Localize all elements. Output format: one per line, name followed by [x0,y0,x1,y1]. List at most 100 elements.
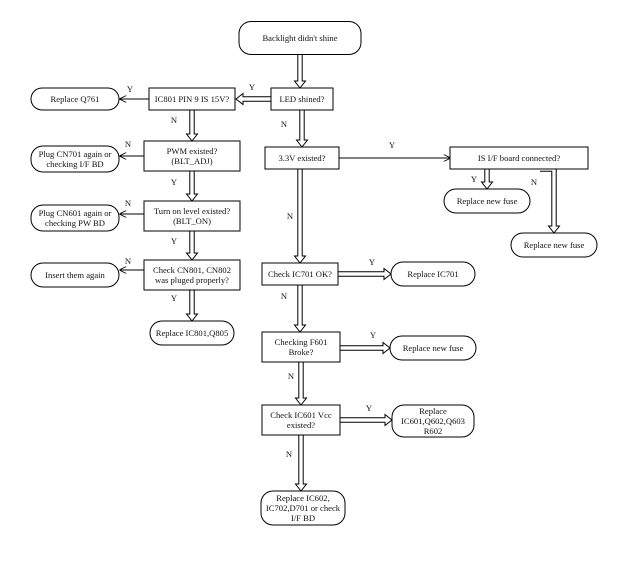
node-text-line: I/F BD [291,513,315,523]
node-text-line: Replace new fuse [457,196,518,206]
node-shape [510,232,598,258]
node-text-line: existed? [287,420,315,430]
node-text-line: IC601,Q602,Q603 [401,416,465,426]
connector-arrow [235,92,271,106]
node-text-line: Plug CN601 again or [39,208,112,218]
node-ic701chk: Check IC701 OK? [261,262,339,286]
connector-arrow [294,362,308,406]
node-shape [30,145,120,173]
connector-arrow [293,55,307,89]
no-label: N [287,211,294,221]
node-ic701rep: Replace IC701 [390,261,476,287]
node-text-line: Replace [419,406,447,416]
node-text-line: Replace IC701 [407,269,458,279]
yes-label: Y [370,330,376,340]
no-label: N [281,119,288,129]
node-shape [143,140,241,172]
connector-arrow [185,110,199,142]
node-text-line: Insert them again [45,270,105,280]
node-shape [30,262,120,288]
connector-elbow [540,166,561,234]
yes-label: Y [369,257,375,267]
node-insert: Insert them again [30,262,120,288]
node-shape [30,87,120,111]
node-text-line: was pluged properly? [155,275,229,285]
connector-arrow [294,435,308,492]
connector-arrow [185,231,199,261]
node-shape [143,200,241,232]
no-label: N [125,198,132,208]
connector-arrow [340,413,393,427]
no-label: N [288,371,295,381]
yes-label: Y [249,82,255,92]
node-shape [261,331,341,363]
yes-label: Y [127,84,133,94]
node-shape [390,261,476,287]
no-label: N [125,139,132,149]
no-label: N [125,256,132,266]
node-v33: 3.3V existed? [264,146,340,170]
node-shape [260,490,346,526]
node-shape [30,204,120,232]
node-shape [148,87,236,111]
node-led: LED shined? [270,87,334,111]
connector-arrow [185,290,199,322]
connector-arrow [340,341,391,355]
node-text-line: Checking F601 [275,337,328,347]
node-text-line: Replace IC602, [276,493,329,503]
no-label: N [286,449,293,459]
node-shape [149,320,235,346]
node-text-line: checking PW BD [45,218,105,228]
node-text-line: Replace IC801,Q805 [156,328,229,338]
node-ic801: IC801 PIN 9 IS 15V? [148,87,236,111]
node-pwm: PWM existed?(BLT_ADJ) [143,140,241,172]
node-text-line: (BLT_ON) [173,216,211,226]
node-fuse2: Replace new fuse [510,232,598,258]
node-text-line: Replace Q761 [51,94,100,104]
node-start: Backlight didn't shine [238,21,362,55]
node-text-line: Check IC701 OK? [268,269,332,279]
node-q761: Replace Q761 [30,87,120,111]
yes-label: Y [471,174,477,184]
yes-label: Y [366,403,372,413]
node-text-line: Broke? [289,347,314,357]
node-text-line: checking I/F BD [46,159,103,169]
node-text-line: Replace new fuse [403,343,464,353]
connector-arrow [295,110,309,148]
node-shape [264,146,340,170]
node-shape [443,188,531,214]
node-fuse1: Replace new fuse [443,188,531,214]
node-text-line: (BLT_ADJ) [171,156,212,166]
node-text-line: IC702,D701 or check [266,503,341,513]
node-fuse3: Replace new fuse [389,335,477,361]
node-shape [391,404,475,438]
node-text-line: Check CN801, CN802 [153,265,231,275]
node-text-line: Turn on level existed? [154,206,230,216]
connector-arrow [293,285,307,333]
connector-arrow [293,169,307,264]
node-ifboard: IS I/F board connected? [449,146,589,170]
node-text-line: IC801 PIN 9 IS 15V? [155,94,230,104]
connector-arrow [338,267,392,281]
node-text-line: Plug CN701 again or [39,149,112,159]
node-text-line: LED shined? [279,94,324,104]
node-shape [261,262,339,286]
node-text-line: R602 [424,426,443,436]
connector-arrow [480,169,494,190]
no-label: N [281,291,288,301]
no-label: N [171,115,178,125]
yes-label: Y [389,140,395,150]
node-shape [389,335,477,361]
node-text-line: Backlight didn't shine [262,33,337,43]
node-shape [143,259,241,291]
